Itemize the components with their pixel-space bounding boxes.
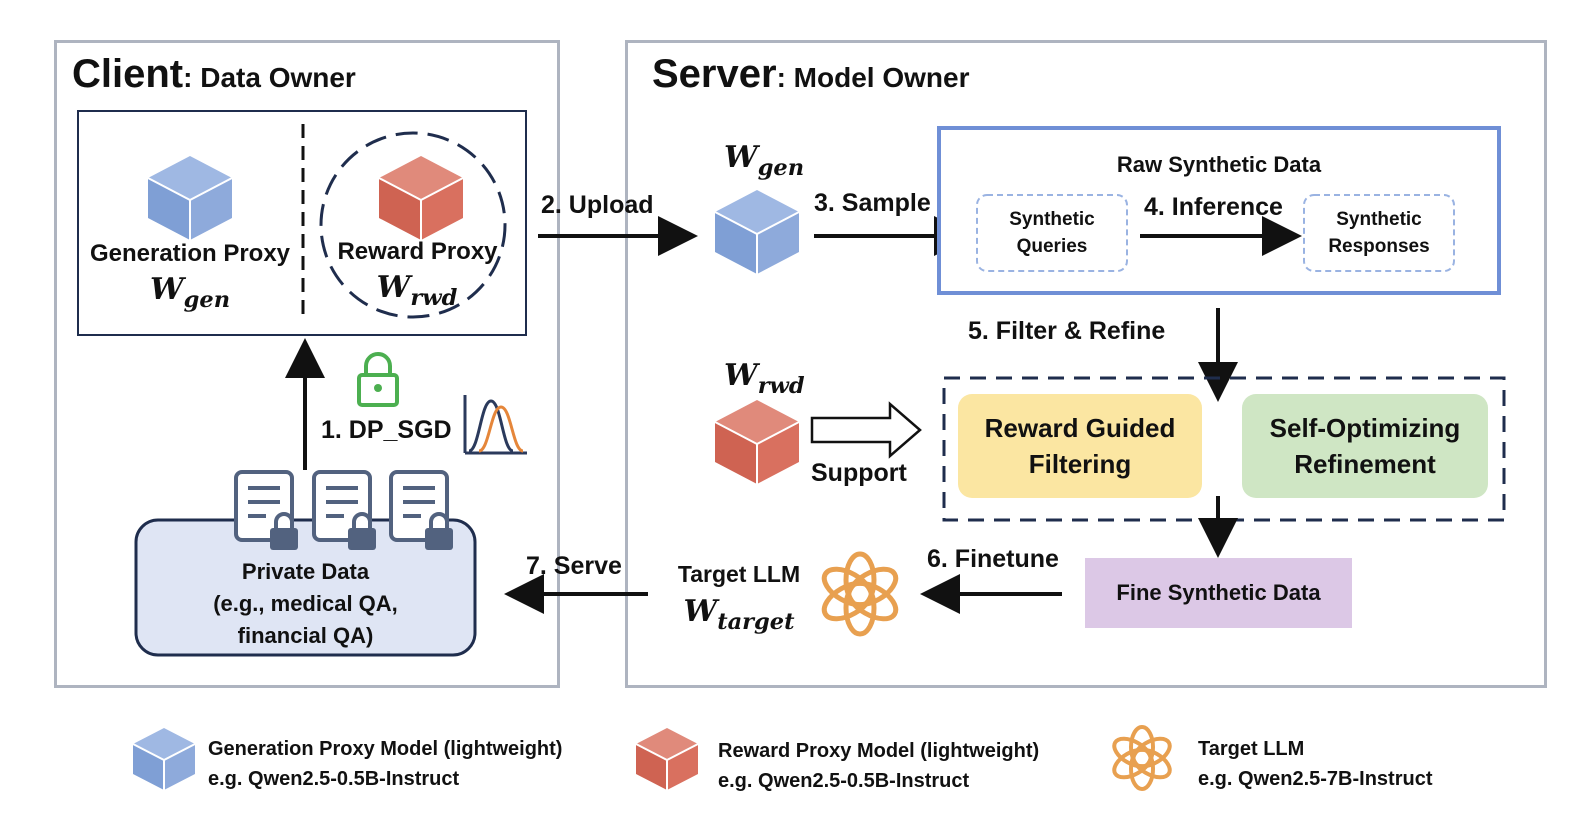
server-w-gen: Wgen [724,140,804,181]
client-w-rwd-sub: rwd [410,284,458,311]
filter-refine-box [942,376,1506,522]
server-w-target: Wtarget [664,594,814,635]
inference-label: 4. Inference [1144,193,1283,221]
upload-label: 2. Upload [541,191,654,219]
client-w-rwd: Wrwd [362,270,472,311]
reward-guided-label: Reward Guided Filtering [958,410,1202,482]
reward-guided-line-1: Reward Guided [984,413,1176,443]
serve-label: 7. Serve [526,552,622,580]
legend-item-rwd: Reward Proxy Model (lightweight) e.g. Qw… [718,736,1039,796]
reward-proxy-circle [319,131,507,319]
server-title-text: Server [652,52,777,96]
private-data-line-2: (e.g., medical QA, [213,591,398,616]
client-gen-cube-icon [147,156,233,240]
openai-knot-icon [821,551,899,637]
server-w-rwd-sub: rwd [757,372,805,399]
synthetic-responses-box [1303,194,1455,272]
legend-target-title: Target LLM [1198,738,1305,760]
document-lock-icon-1 [234,470,298,550]
support-label: Support [811,459,907,487]
synthetic-queries-line-2: Queries [1016,236,1088,257]
server-w-gen-base: W [724,140,758,175]
server-rwd-cube-icon [714,400,800,484]
server-w-target-base: W [683,594,718,629]
legend-openai-icon [1112,725,1172,791]
client-subtitle: : Data Owner [183,62,356,93]
sample-label: 3. Sample [814,189,931,217]
legend-gen-example: e.g. Qwen2.5-0.5B-Instruct [208,768,460,790]
dp-sgd-label: 1. DP_SGD [321,416,452,444]
distribution-icon [463,395,527,455]
self-optimizing-line-1: Self-Optimizing [1269,413,1461,443]
fine-synthetic-label: Fine Synthetic Data [1116,580,1321,605]
client-rwd-cube-icon [378,156,464,240]
private-data-box [134,518,477,657]
raw-synthetic-box [937,126,1501,295]
client-w-gen: Wgen [130,272,250,313]
fine-synthetic-box [1085,558,1352,628]
synthetic-responses-line-2: Responses [1328,236,1430,257]
legend-gen-title: Generation Proxy Model (lightweight) [208,738,563,760]
client-w-gen-sub: gen [183,286,231,313]
server-title: Server: Model Owner [652,52,969,97]
reward-guided-line-2: Filtering [1028,449,1132,479]
finetune-label: 6. Finetune [927,545,1059,573]
reward-proxy-label: Reward Proxy [337,238,498,265]
client-panel [54,40,560,688]
support-arrow [810,401,922,459]
document-lock-icon-3 [389,470,453,550]
target-llm-label: Target LLM [677,561,801,587]
legend-rwd-example: e.g. Qwen2.5-0.5B-Instruct [718,770,970,792]
legend-rwd-title: Reward Proxy Model (lightweight) [718,740,1040,762]
private-data-text: Private Data (e.g., medical QA, financia… [136,556,475,652]
document-lock-icon-2 [312,470,376,550]
lock-icon [357,352,399,407]
legend-rwd-cube-icon [635,728,699,790]
server-w-rwd: Wrwd [724,358,805,399]
server-w-target-sub: target [717,608,795,635]
client-title-text: Client [72,52,184,96]
server-w-gen-sub: gen [757,154,805,181]
legend-target-example: e.g. Qwen2.5-7B-Instruct [1198,768,1433,790]
client-w-rwd-base: W [376,270,411,305]
self-optimizing-line-2: Refinement [1294,449,1436,479]
legend-item-target: Target LLM e.g. Qwen2.5-7B-Instruct [1198,734,1433,794]
synthetic-queries-line-1: Synthetic [1009,209,1095,230]
client-title: Client: Data Owner [72,52,356,97]
private-data-line-1: Private Data [241,559,370,584]
legend-item-gen: Generation Proxy Model (lightweight) e.g… [208,734,562,794]
server-subtitle: : Model Owner [776,62,970,93]
client-proxy-box [77,110,527,336]
reward-guided-box [958,394,1202,498]
private-data-line-3: financial QA) [237,623,374,648]
server-gen-cube-icon [714,190,800,274]
client-w-gen-base: W [149,272,184,307]
filter-refine-label: 5. Filter & Refine [968,317,1166,345]
self-optimizing-box [1242,394,1488,498]
server-panel [625,40,1547,688]
gen-proxy-label: Generation Proxy [89,240,291,267]
server-w-rwd-base: W [724,358,758,393]
synthetic-responses-line-1: Synthetic [1336,209,1422,230]
synthetic-responses-label: Synthetic Responses [1304,206,1454,260]
synthetic-queries-box [976,194,1128,272]
self-optimizing-label: Self-Optimizing Refinement [1242,410,1488,482]
legend-gen-cube-icon [132,728,196,790]
synthetic-queries-label: Synthetic Queries [977,206,1127,260]
raw-synthetic-label: Raw Synthetic Data [1116,152,1322,177]
